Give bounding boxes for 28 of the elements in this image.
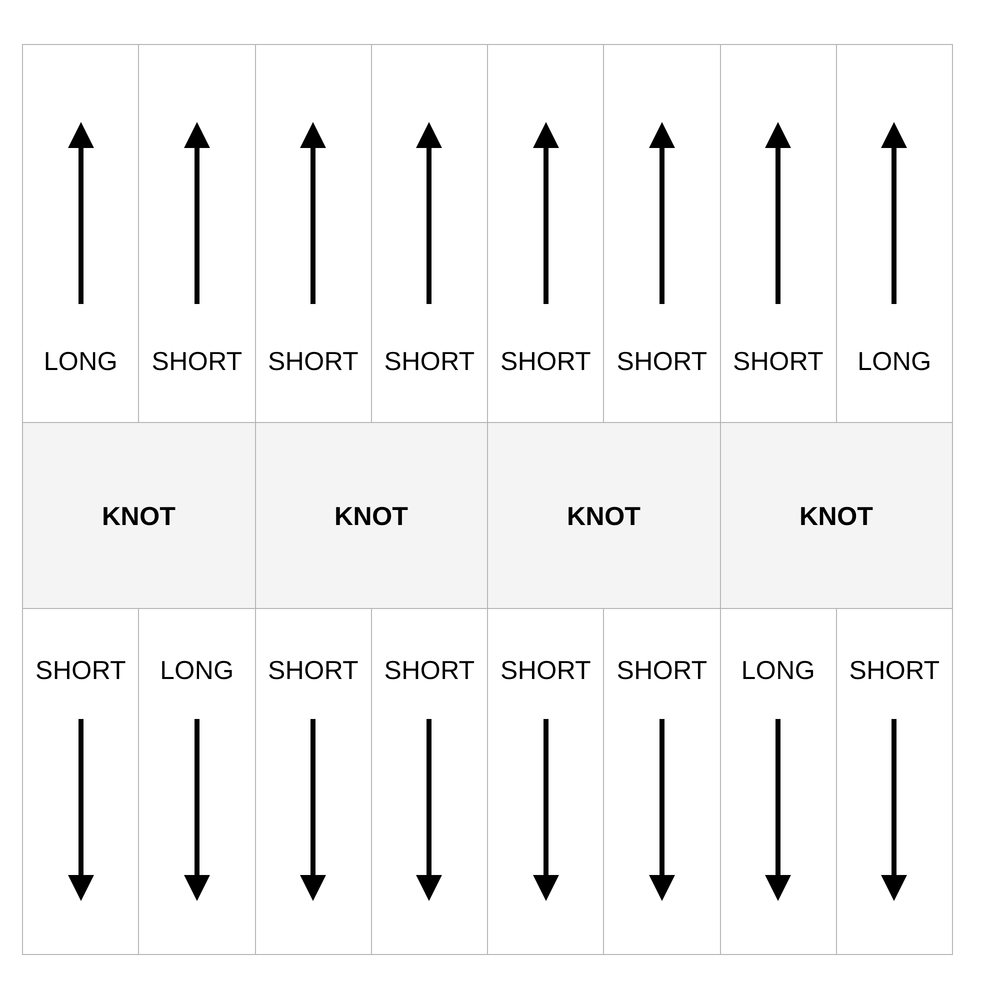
knot-panel bbox=[22, 422, 256, 609]
column-panel bbox=[836, 608, 953, 955]
length-label: LONG bbox=[741, 655, 815, 685]
length-label: SHORT bbox=[616, 346, 708, 376]
length-label: SHORT bbox=[35, 655, 126, 685]
column-panel bbox=[22, 44, 140, 423]
length-label: SHORT bbox=[616, 655, 708, 685]
length-label: LONG bbox=[160, 655, 234, 685]
length-label: SHORT bbox=[732, 346, 824, 376]
knot-label: KNOT bbox=[102, 500, 176, 530]
length-label: SHORT bbox=[500, 346, 591, 376]
knot-panel bbox=[487, 422, 720, 609]
knot-panel bbox=[720, 422, 953, 609]
length-label: SHORT bbox=[384, 346, 475, 376]
length-label: SHORT bbox=[152, 346, 242, 376]
knot-panel bbox=[254, 422, 488, 609]
length-label: SHORT bbox=[268, 346, 358, 376]
column-panel bbox=[836, 44, 953, 423]
length-label: SHORT bbox=[500, 655, 591, 685]
length-label: SHORT bbox=[384, 655, 475, 685]
length-label: LONG bbox=[44, 346, 118, 376]
column-panel bbox=[22, 608, 140, 955]
knot-label: KNOT bbox=[799, 500, 874, 530]
knot-label: KNOT bbox=[334, 500, 408, 530]
length-label: LONG bbox=[858, 346, 932, 376]
length-label: SHORT bbox=[268, 655, 358, 685]
knot-label: KNOT bbox=[566, 500, 641, 530]
length-label: SHORT bbox=[849, 655, 940, 685]
